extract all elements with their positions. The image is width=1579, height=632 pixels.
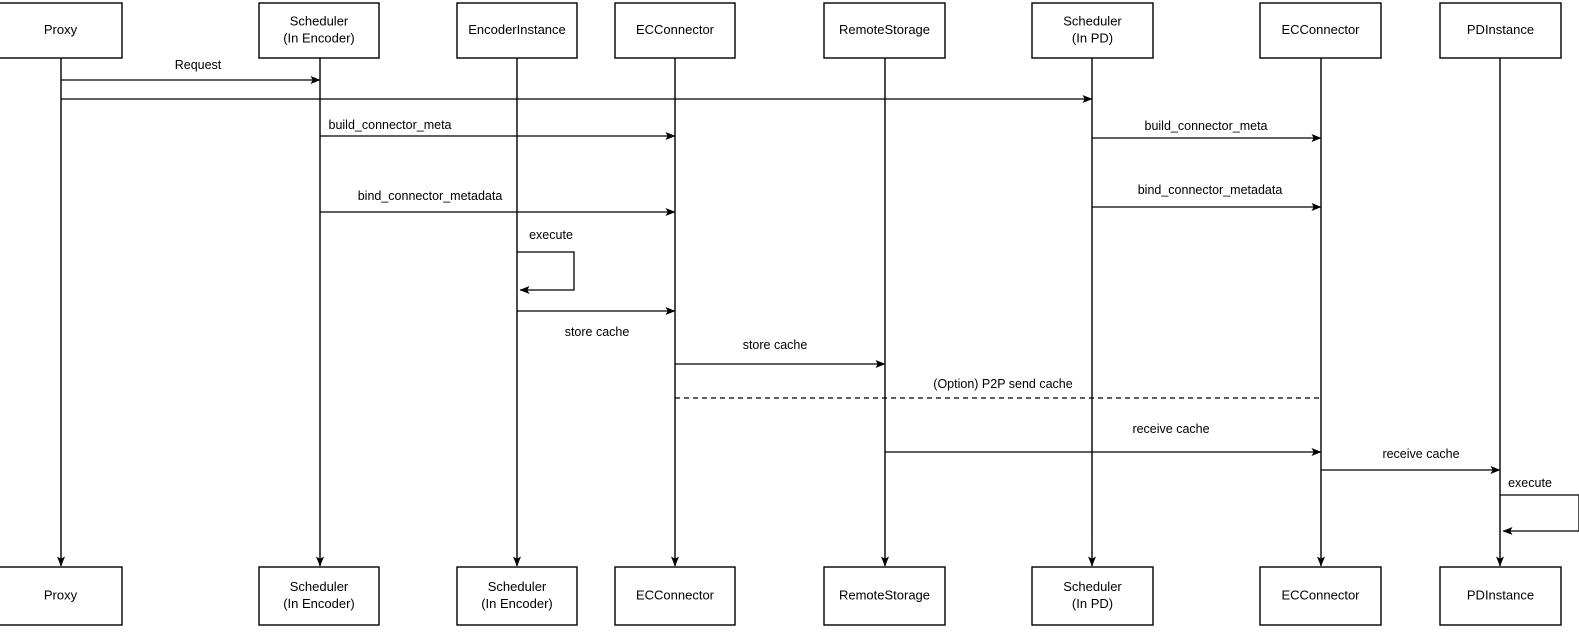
messages-layer: Request build_connector_meta build_connect…	[61, 58, 1501, 474]
participant-footer-ec-connector-pd[interactable]: ECConnector	[1259, 566, 1382, 626]
participant-footer-remote-storage[interactable]: RemoteStorage	[823, 566, 946, 626]
message-bind-connector-metadata-pd[interactable]: bind_connector_metadata	[1092, 183, 1322, 211]
message-label-p2p-send-cache: (Option) P2P send cache	[933, 377, 1072, 391]
participant-header-ec-connector-pd[interactable]: ECConnector	[1259, 2, 1382, 59]
message-request[interactable]: Request	[61, 58, 321, 84]
message-label-build-connector-meta-pd: build_connector_meta	[1145, 119, 1268, 133]
participant-footer-label-ec-connector-encoder: ECConnector	[636, 587, 715, 602]
message-label-receive-cache-remote-to-ecconnector: receive cache	[1132, 422, 1209, 436]
participant-headers-layer: Proxy Scheduler (In Encoder) EncoderInstanc…	[0, 2, 1562, 59]
participant-header-proxy[interactable]: Proxy	[0, 2, 123, 59]
participant-header-label-scheduler-in-encoder: (In Encoder)	[283, 30, 355, 45]
message-label-store-cache-ecconnector-to-remote: store cache	[743, 338, 808, 352]
participant-footer-label-proxy: Proxy	[44, 587, 78, 602]
participant-footer-label-scheduler-in-pd: (In PD)	[1072, 596, 1113, 611]
message-label-store-cache-encoder-to-ecconnector: store cache	[565, 325, 630, 339]
participant-header-box-ec-connector-encoder	[614, 2, 736, 59]
participant-footer-scheduler-in-encoder[interactable]: Scheduler (In Encoder)	[258, 566, 380, 626]
participant-footer-ec-connector-encoder[interactable]: ECConnector	[614, 566, 736, 626]
participant-header-label-scheduler-in-pd: Scheduler	[1063, 13, 1122, 28]
message-label-receive-cache-ecconnector-to-pdinstance: receive cache	[1382, 447, 1459, 461]
message-store-cache-encoder-to-ecconnector[interactable]: store cache	[517, 307, 676, 339]
message-p2p-send-cache[interactable]: (Option) P2P send cache	[675, 377, 1321, 399]
participant-header-label-remote-storage: RemoteStorage	[839, 22, 930, 37]
participant-header-label-ec-connector-encoder: ECConnector	[636, 22, 715, 37]
participant-header-pd-instance[interactable]: PDInstance	[1439, 2, 1562, 59]
message-label-bind-connector-metadata-encoder: bind_connector_metadata	[358, 189, 503, 203]
message-build-connector-meta-encoder[interactable]: build_connector_meta	[320, 118, 676, 140]
self-message-execute-encoder-instance[interactable]: execute	[517, 228, 575, 294]
participant-header-box-pd-instance	[1439, 2, 1562, 59]
message-label-build-connector-meta-encoder: build_connector_meta	[329, 118, 452, 132]
participant-footers-layer: Proxy Scheduler (In Encoder) Scheduler (In E…	[0, 566, 1562, 626]
participant-footer-box-scheduler-in-pd	[1031, 566, 1154, 626]
self-message-path-execute-pd-instance	[1500, 494, 1579, 535]
message-store-cache-ecconnector-to-remote[interactable]: store cache	[675, 338, 886, 368]
participant-footer-proxy[interactable]: Proxy	[0, 566, 123, 626]
self-message-execute-pd-instance[interactable]: execute	[1500, 476, 1579, 535]
message-build-connector-meta-pd[interactable]: build_connector_meta	[1092, 119, 1322, 142]
participant-header-label-encoder-instance: EncoderInstance	[468, 22, 566, 37]
participant-footer-encoder-instance[interactable]: Scheduler (In Encoder)	[456, 566, 578, 626]
self-message-label-execute-pd-instance: execute	[1508, 476, 1552, 490]
participant-header-label-scheduler-in-encoder: Scheduler	[290, 13, 349, 28]
participant-header-label-ec-connector-pd: ECConnector	[1281, 22, 1360, 37]
lifelines-layer	[57, 58, 1504, 567]
participant-header-encoder-instance[interactable]: EncoderInstance	[456, 2, 578, 59]
participant-header-box-remote-storage	[823, 2, 946, 59]
participant-header-label-pd-instance: PDInstance	[1467, 22, 1534, 37]
participant-footer-label-pd-instance: PDInstance	[1467, 587, 1534, 602]
participant-footer-label-encoder-instance: Scheduler	[488, 579, 547, 594]
participant-header-box-scheduler-in-pd	[1031, 2, 1154, 59]
participant-footer-box-scheduler-in-encoder	[258, 566, 380, 626]
participant-header-ec-connector-encoder[interactable]: ECConnector	[614, 2, 736, 59]
message-label-bind-connector-metadata-pd: bind_connector_metadata	[1138, 183, 1283, 197]
participant-header-box-encoder-instance	[456, 2, 578, 59]
participant-footer-label-remote-storage: RemoteStorage	[839, 587, 930, 602]
participant-header-scheduler-in-pd[interactable]: Scheduler (In PD)	[1031, 2, 1154, 59]
self-message-path-execute-encoder-instance	[517, 251, 575, 294]
participant-footer-box-pd-instance	[1439, 566, 1562, 626]
participant-footer-label-scheduler-in-pd: Scheduler	[1063, 579, 1122, 594]
participant-footer-label-scheduler-in-encoder: Scheduler	[290, 579, 349, 594]
participant-header-box-ec-connector-pd	[1259, 2, 1382, 59]
participant-footer-label-ec-connector-pd: ECConnector	[1281, 587, 1360, 602]
participant-header-scheduler-in-encoder[interactable]: Scheduler (In Encoder)	[258, 2, 380, 59]
participant-footer-pd-instance[interactable]: PDInstance	[1439, 566, 1562, 626]
participant-footer-box-ec-connector-pd	[1259, 566, 1382, 626]
participant-header-box-scheduler-in-encoder	[258, 2, 380, 59]
message-label-request: Request	[175, 58, 222, 72]
participant-footer-box-ec-connector-encoder	[614, 566, 736, 626]
participant-footer-box-encoder-instance	[456, 566, 578, 626]
self-message-label-execute-encoder-instance: execute	[529, 228, 573, 242]
message-receive-cache-remote-to-ecconnector[interactable]: receive cache	[885, 422, 1322, 456]
participant-header-label-proxy: Proxy	[44, 22, 78, 37]
self-messages-layer: execute execute	[517, 228, 1579, 535]
participant-header-remote-storage[interactable]: RemoteStorage	[823, 2, 946, 59]
participant-footer-label-encoder-instance: (In Encoder)	[481, 596, 553, 611]
participant-footer-scheduler-in-pd[interactable]: Scheduler (In PD)	[1031, 566, 1154, 626]
participant-footer-label-scheduler-in-encoder: (In Encoder)	[283, 596, 355, 611]
participant-header-label-scheduler-in-pd: (In PD)	[1072, 30, 1113, 45]
participant-footer-box-proxy	[0, 566, 123, 626]
participant-footer-box-remote-storage	[823, 566, 946, 626]
participant-header-box-proxy	[0, 2, 123, 59]
message-bind-connector-metadata-encoder[interactable]: bind_connector_metadata	[320, 189, 676, 216]
message-receive-cache-ecconnector-to-pdinstance[interactable]: receive cache	[1321, 447, 1501, 474]
